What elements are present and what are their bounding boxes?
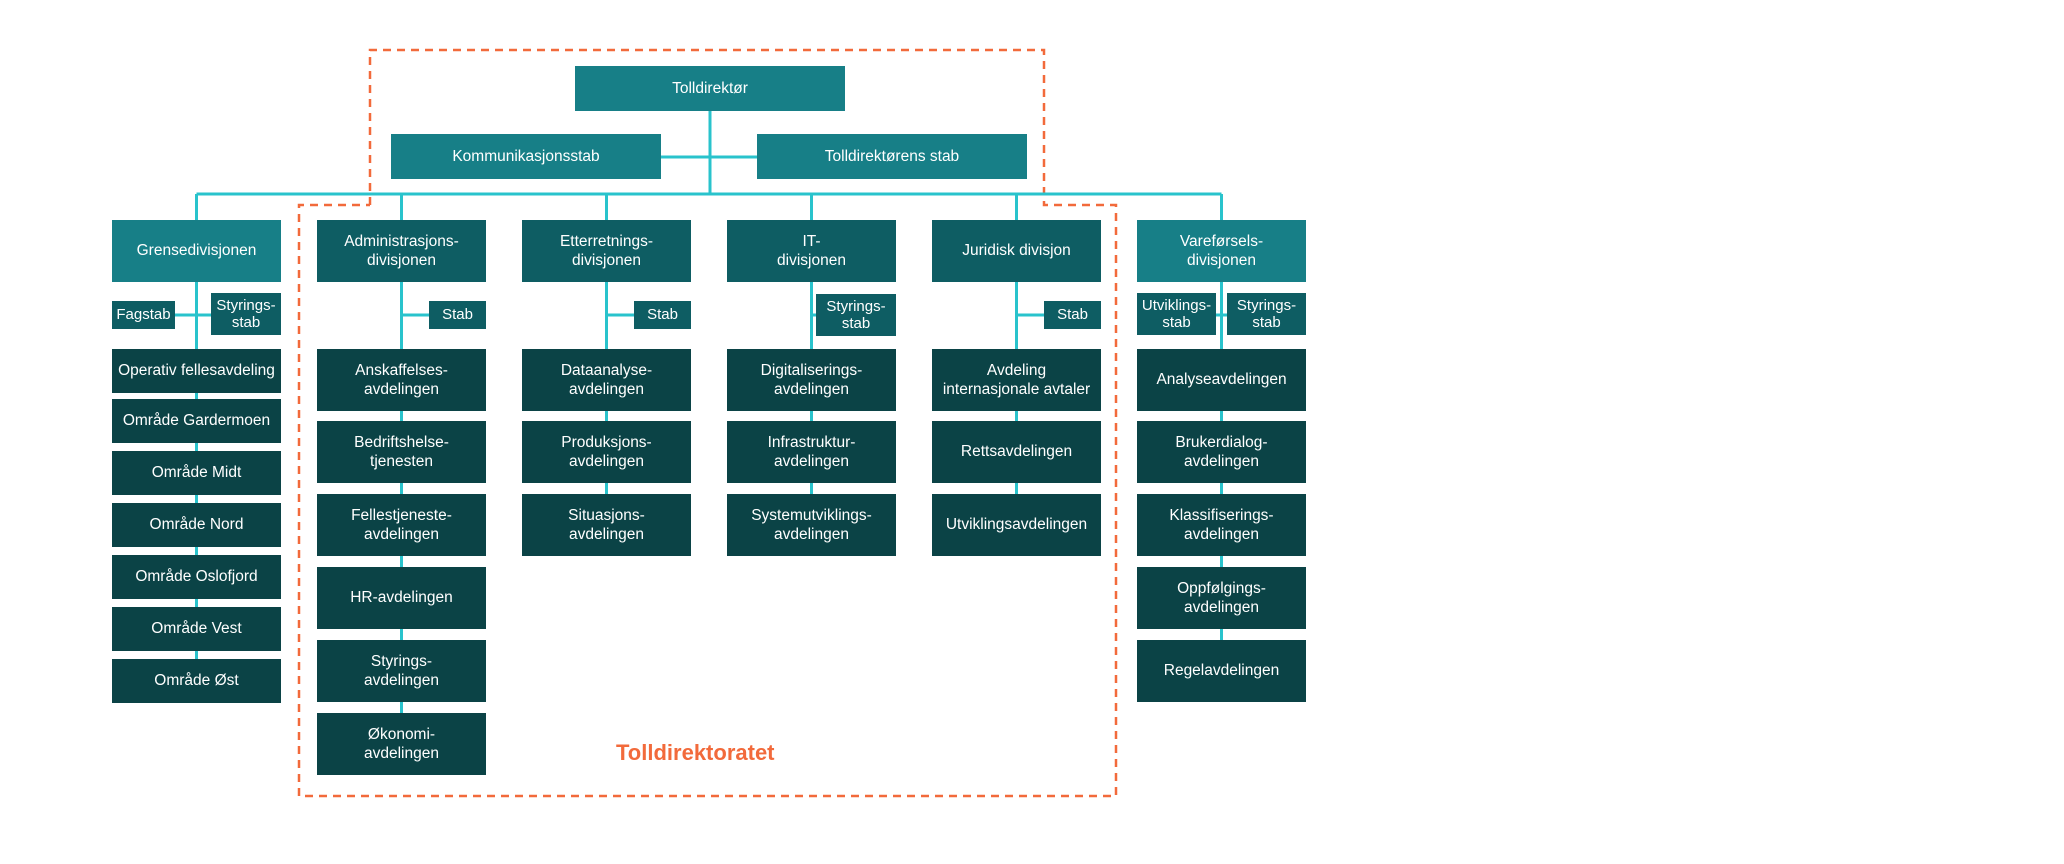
- division-it-divisjonen-box: IT- divisjonen: [727, 220, 896, 282]
- division-it-divisjonen-dept-infrastruktur-avdelingen: Infrastruktur- avdelingen: [727, 421, 896, 483]
- division-grensedivisjonen-dept-område-oslofjord-label: Område Oslofjord: [135, 568, 258, 586]
- division-juridisk-divisjon-dept-rettsavdelingen-label: Rettsavdelingen: [960, 443, 1073, 461]
- division-grensedivisjonen-dept-område-nord: Område Nord: [112, 503, 281, 547]
- division-grensedivisjonen-staff-styrings-stab: Styrings- stab: [211, 293, 281, 335]
- division-grensedivisjonen-dept-operativ-fellesavdeling: Operativ fellesavdeling: [112, 349, 281, 393]
- division-administrasjons-divisjonen-dept-anskaffelses-avdelingen: Anskaffelses- avdelingen: [317, 349, 486, 411]
- division-vareførsels-divisjonen-staff-utviklings-stab-label: Utviklings- stab: [1141, 296, 1212, 331]
- division-etterretnings-divisjonen-box: Etterretnings- divisjonen: [522, 220, 691, 282]
- division-administrasjons-divisjonen-dept-styrings-avdelingen: Styrings- avdelingen: [317, 640, 486, 702]
- division-grensedivisjonen-dept-område-gardermoen: Område Gardermoen: [112, 399, 281, 443]
- tolldirektor-box: Tolldirektør: [575, 66, 845, 111]
- division-grensedivisjonen-box: Grensedivisjonen: [112, 220, 281, 282]
- division-vareførsels-divisjonen-dept-regelavdelingen-label: Regelavdelingen: [1163, 662, 1280, 680]
- division-etterretnings-divisjonen-dept-dataanalyse-avdelingen-label: Dataanalyse- avdelingen: [560, 361, 653, 398]
- division-it-divisjonen-staff-styrings-stab: Styrings- stab: [816, 294, 896, 336]
- division-administrasjons-divisjonen-dept-fellestjeneste-avdelingen: Fellestjeneste- avdelingen: [317, 494, 486, 556]
- division-vareførsels-divisjonen-box: Vareførsels- divisjonen: [1137, 220, 1306, 282]
- division-administrasjons-divisjonen-dept-økonomi-avdelingen-label: Økonomi- avdelingen: [364, 725, 439, 762]
- division-etterretnings-divisjonen-box-label: Etterretnings- divisjonen: [559, 232, 654, 269]
- division-grensedivisjonen-dept-område-vest: Område Vest: [112, 607, 281, 651]
- division-administrasjons-divisjonen-box: Administrasjons- divisjonen: [317, 220, 486, 282]
- division-etterretnings-divisjonen-staff-stab-label: Stab: [647, 306, 678, 324]
- division-etterretnings-divisjonen-dept-produksjons-avdelingen-label: Produksjons- avdelingen: [561, 433, 652, 470]
- division-it-divisjonen-dept-digitaliserings-avdelingen-label: Digitaliserings- avdelingen: [760, 361, 863, 398]
- tolldirektoratet-label: Tolldirektoratet: [616, 740, 775, 765]
- division-administrasjons-divisjonen-dept-hr-avdelingen: HR-avdelingen: [317, 567, 486, 629]
- division-vareførsels-divisjonen-dept-brukerdialog-avdelingen: Brukerdialog- avdelingen: [1137, 421, 1306, 483]
- kommunikasjonsstab-box-label: Kommunikasjonsstab: [452, 147, 600, 165]
- division-administrasjons-divisjonen-dept-økonomi-avdelingen: Økonomi- avdelingen: [317, 713, 486, 775]
- division-vareførsels-divisjonen-staff-styrings-stab-label: Styrings- stab: [1236, 296, 1297, 331]
- division-administrasjons-divisjonen-dept-styrings-avdelingen-label: Styrings- avdelingen: [364, 652, 439, 689]
- tolldirektoratet-boundary: [297, 48, 1118, 798]
- division-vareførsels-divisjonen-dept-analyseavdelingen: Analyseavdelingen: [1137, 349, 1306, 411]
- division-it-divisjonen-dept-systemutviklings-avdelingen: Systemutviklings- avdelingen: [727, 494, 896, 556]
- division-vareførsels-divisjonen-dept-klassifiserings-avdelingen-label: Klassifiserings- avdelingen: [1169, 506, 1274, 543]
- division-it-divisjonen-dept-digitaliserings-avdelingen: Digitaliserings- avdelingen: [727, 349, 896, 411]
- division-administrasjons-divisjonen-staff-stab-label: Stab: [442, 306, 473, 324]
- division-grensedivisjonen-staff-styrings-stab-label: Styrings- stab: [216, 296, 276, 331]
- division-administrasjons-divisjonen-dept-bedriftshelse-tjenesten-label: Bedriftshelse- tjenesten: [354, 433, 449, 470]
- division-vareførsels-divisjonen-dept-regelavdelingen: Regelavdelingen: [1137, 640, 1306, 702]
- division-grensedivisjonen-dept-område-vest-label: Område Vest: [151, 620, 242, 638]
- division-vareførsels-divisjonen-dept-oppfølgings-avdelingen: Oppfølgings- avdelingen: [1137, 567, 1306, 629]
- division-juridisk-divisjon-dept-utviklingsavdelingen-label: Utviklingsavdelingen: [945, 516, 1088, 534]
- division-etterretnings-divisjonen-dept-situasjons-avdelingen-label: Situasjons- avdelingen: [568, 506, 645, 543]
- division-juridisk-divisjon-dept-avdeling-internasjonale-avtaler: Avdeling internasjonale avtaler: [932, 349, 1101, 411]
- division-grensedivisjonen-dept-operativ-fellesavdeling-label: Operativ fellesavdeling: [118, 362, 275, 380]
- division-juridisk-divisjon-staff-stab: Stab: [1044, 301, 1101, 329]
- division-etterretnings-divisjonen-dept-produksjons-avdelingen: Produksjons- avdelingen: [522, 421, 691, 483]
- division-vareførsels-divisjonen-dept-brukerdialog-avdelingen-label: Brukerdialog- avdelingen: [1175, 433, 1268, 470]
- division-administrasjons-divisjonen-dept-bedriftshelse-tjenesten: Bedriftshelse- tjenesten: [317, 421, 486, 483]
- division-grensedivisjonen-dept-område-øst-label: Område Øst: [154, 672, 239, 690]
- division-etterretnings-divisjonen-staff-stab: Stab: [634, 301, 691, 329]
- tolldirektorens-stab-box: Tolldirektørens stab: [757, 134, 1027, 179]
- division-grensedivisjonen-box-label: Grensedivisjonen: [136, 242, 257, 260]
- division-vareførsels-divisjonen-dept-klassifiserings-avdelingen: Klassifiserings- avdelingen: [1137, 494, 1306, 556]
- division-vareførsels-divisjonen-staff-styrings-stab: Styrings- stab: [1227, 293, 1306, 335]
- division-administrasjons-divisjonen-staff-stab: Stab: [429, 301, 486, 329]
- division-juridisk-divisjon-box: Juridisk divisjon: [932, 220, 1101, 282]
- division-etterretnings-divisjonen-dept-dataanalyse-avdelingen: Dataanalyse- avdelingen: [522, 349, 691, 411]
- division-grensedivisjonen-staff-fagstab: Fagstab: [112, 301, 175, 329]
- division-it-divisjonen-box-label: IT- divisjonen: [777, 232, 846, 269]
- division-it-divisjonen-dept-infrastruktur-avdelingen-label: Infrastruktur- avdelingen: [767, 433, 856, 470]
- tolldirektoratet-dashed-outline: [297, 48, 1118, 798]
- division-vareførsels-divisjonen-box-label: Vareførsels- divisjonen: [1179, 232, 1264, 269]
- division-juridisk-divisjon-dept-utviklingsavdelingen: Utviklingsavdelingen: [932, 494, 1101, 556]
- division-it-divisjonen-staff-styrings-stab-label: Styrings- stab: [826, 297, 886, 332]
- division-it-divisjonen-dept-systemutviklings-avdelingen-label: Systemutviklings- avdelingen: [751, 506, 872, 543]
- division-juridisk-divisjon-dept-avdeling-internasjonale-avtaler-label: Avdeling internasjonale avtaler: [942, 361, 1091, 398]
- division-vareførsels-divisjonen-dept-oppfølgings-avdelingen-label: Oppfølgings- avdelingen: [1177, 579, 1266, 616]
- division-administrasjons-divisjonen-dept-fellestjeneste-avdelingen-label: Fellestjeneste- avdelingen: [351, 506, 452, 543]
- division-grensedivisjonen-dept-område-midt-label: Område Midt: [151, 464, 242, 482]
- tolldirektor-box-label: Tolldirektør: [672, 79, 748, 97]
- division-administrasjons-divisjonen-box-label: Administrasjons- divisjonen: [344, 232, 459, 269]
- division-administrasjons-divisjonen-dept-anskaffelses-avdelingen-label: Anskaffelses- avdelingen: [355, 361, 448, 398]
- division-juridisk-divisjon-staff-stab-label: Stab: [1057, 306, 1088, 324]
- division-grensedivisjonen-dept-område-øst: Område Øst: [112, 659, 281, 703]
- division-administrasjons-divisjonen-dept-hr-avdelingen-label: HR-avdelingen: [350, 589, 453, 607]
- division-juridisk-divisjon-dept-rettsavdelingen: Rettsavdelingen: [932, 421, 1101, 483]
- division-grensedivisjonen-dept-område-gardermoen-label: Område Gardermoen: [122, 412, 271, 430]
- division-grensedivisjonen-staff-fagstab-label: Fagstab: [116, 306, 171, 324]
- division-etterretnings-divisjonen-dept-situasjons-avdelingen: Situasjons- avdelingen: [522, 494, 691, 556]
- kommunikasjonsstab-box: Kommunikasjonsstab: [391, 134, 661, 179]
- division-grensedivisjonen-dept-område-midt: Område Midt: [112, 451, 281, 495]
- division-vareførsels-divisjonen-dept-analyseavdelingen-label: Analyseavdelingen: [1156, 371, 1287, 389]
- division-vareførsels-divisjonen-staff-utviklings-stab: Utviklings- stab: [1137, 293, 1216, 335]
- division-juridisk-divisjon-box-label: Juridisk divisjon: [962, 242, 1071, 260]
- tolldirektorens-stab-box-label: Tolldirektørens stab: [824, 147, 960, 165]
- division-grensedivisjonen-dept-område-nord-label: Område Nord: [149, 516, 244, 534]
- division-grensedivisjonen-dept-område-oslofjord: Område Oslofjord: [112, 555, 281, 599]
